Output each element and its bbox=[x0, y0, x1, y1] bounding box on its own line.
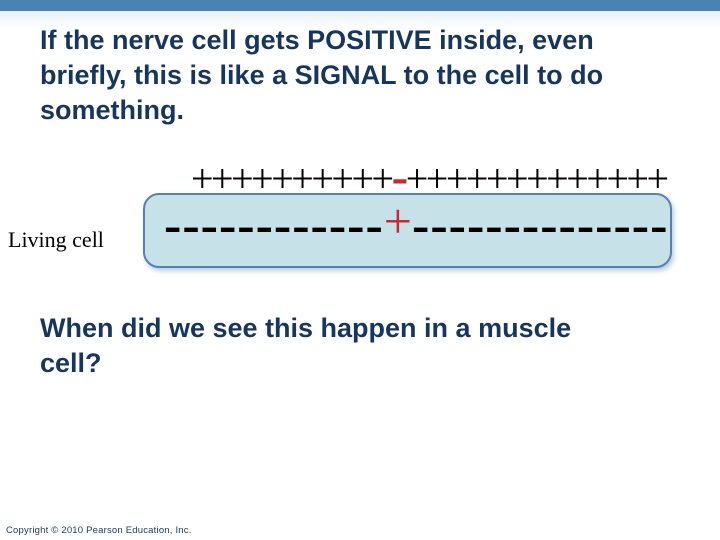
outside-plus-charges-right: +++++++++++++ bbox=[405, 156, 669, 201]
top-accent-bar bbox=[0, 0, 720, 11]
outside-charge-row: ++++++++++-+++++++++++++ bbox=[191, 151, 669, 201]
flipped-positive-charge: + bbox=[383, 193, 412, 249]
inside-minus-charges-right: -------------- bbox=[412, 197, 669, 254]
outside-plus-charges-left: ++++++++++ bbox=[191, 156, 394, 201]
living-cell-label: Living cell bbox=[8, 227, 104, 252]
question-text: When did we see this happen in a muscle … bbox=[40, 313, 572, 378]
cell-body-shape bbox=[143, 193, 672, 268]
top-accent-fade bbox=[0, 11, 720, 29]
inside-charge-row: ------------+-------------- bbox=[164, 193, 669, 254]
slide-title: If the nerve cell gets POSITIVE inside, … bbox=[40, 25, 604, 125]
copyright-text: Copyright © 2010 Pearson Education, Inc. bbox=[6, 525, 192, 536]
flipped-negative-charge: - bbox=[391, 148, 409, 204]
inside-minus-charges-left: ------------ bbox=[164, 197, 384, 254]
